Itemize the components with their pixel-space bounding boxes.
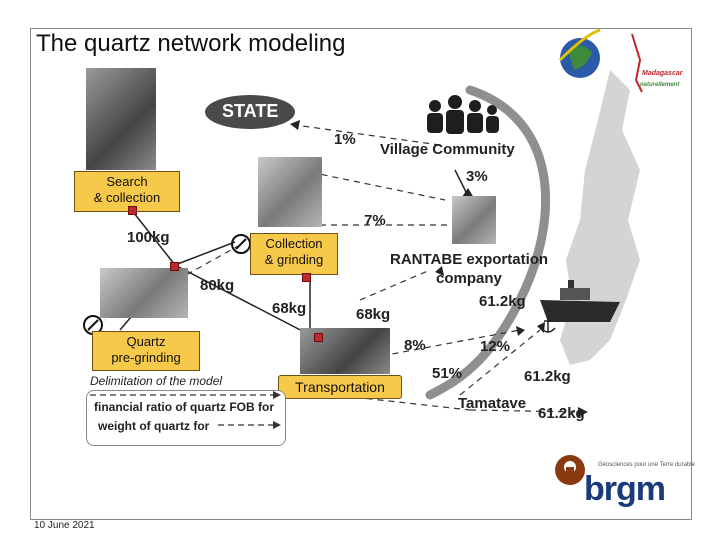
legend-arrowhead-1 [273,391,281,399]
slide-date: 10 June 2021 [34,520,95,531]
legend-arrowhead-2 [273,421,281,429]
